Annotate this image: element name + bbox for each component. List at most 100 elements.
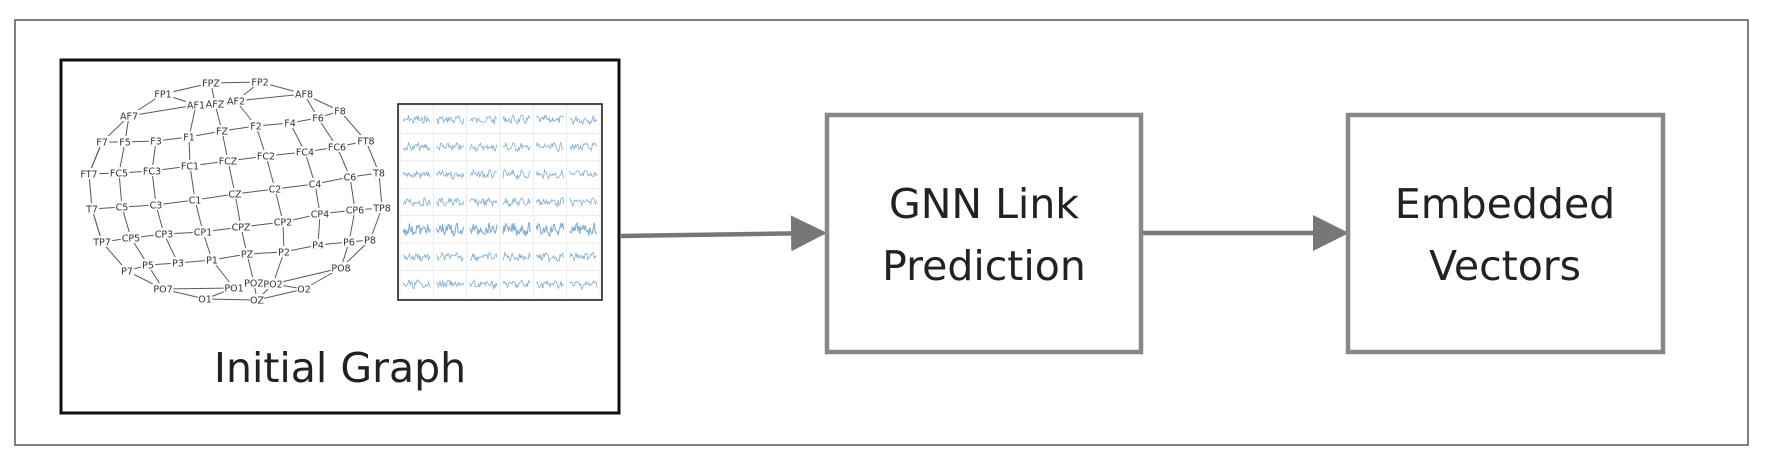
- electrode-node-c5: C5: [116, 203, 129, 214]
- node-label-bg: [307, 178, 323, 189]
- gnn-box-line1: GNN Link: [889, 180, 1079, 228]
- signal-trace: [435, 142, 465, 152]
- electrode-node-f7: F7: [96, 138, 108, 149]
- node-label-bg: [108, 167, 130, 178]
- node-label-bg: [225, 95, 247, 106]
- node-label-bg: [204, 98, 226, 109]
- node-label-bg: [342, 171, 358, 182]
- node-label-bg: [153, 228, 175, 239]
- signal-trace: [535, 168, 565, 180]
- electrode-node-fp2: FP2: [251, 78, 268, 89]
- node-label-bg: [91, 236, 113, 247]
- electrode-node-cp1: CP1: [194, 228, 212, 239]
- node-label-bg: [148, 199, 164, 210]
- node-label-bg: [117, 136, 133, 147]
- signal-trace: [535, 221, 565, 237]
- electrode-node-cp5: CP5: [122, 234, 140, 245]
- signal-grid: [399, 105, 601, 299]
- graph-edge: [204, 298, 258, 301]
- electrode-node-p7: P7: [121, 267, 133, 278]
- electrode-node-af1: AF1: [187, 101, 205, 112]
- electrode-node-f6: F6: [312, 114, 324, 125]
- node-label-bg: [200, 77, 222, 88]
- electrode-node-fc4: FC4: [296, 148, 314, 159]
- node-label-bg: [118, 110, 140, 121]
- signal-trace: [469, 252, 498, 262]
- signal-trace: [402, 170, 431, 179]
- signal-trace: [435, 169, 465, 180]
- signal-trace: [569, 221, 598, 236]
- gnn-link-prediction-box: [824, 112, 1144, 355]
- node-label-bg: [192, 226, 214, 237]
- signal-trace: [569, 280, 598, 290]
- node-label-bg: [140, 259, 156, 270]
- signal-trace: [435, 251, 464, 262]
- signal-trace: [469, 278, 498, 290]
- node-label-bg: [148, 135, 164, 146]
- signal-trace: [535, 197, 565, 208]
- electrode-node-f2: F2: [250, 122, 262, 133]
- signal-trace: [502, 279, 531, 289]
- node-label-bg: [187, 194, 203, 205]
- graph-edge: [162, 287, 235, 290]
- electrode-node-fcz: FCZ: [219, 157, 238, 168]
- node-label-bg: [276, 246, 292, 257]
- embedded-box-line2: Vectors: [1429, 242, 1581, 290]
- node-label-bg: [114, 201, 130, 212]
- signal-trace: [436, 115, 465, 125]
- signal-trace: [402, 114, 431, 124]
- graph-edge: [235, 93, 305, 102]
- node-label-bg: [78, 168, 100, 179]
- signal-trace: [569, 251, 598, 262]
- node-label-bg: [120, 232, 142, 243]
- electrode-node-p3: P3: [172, 259, 184, 270]
- signal-trace: [502, 251, 531, 262]
- electrode-node-af8: AF8: [295, 90, 313, 101]
- electrode-node-p5: P5: [142, 261, 154, 272]
- node-label-bg: [248, 120, 264, 131]
- electrode-node-fpz: FPZ: [202, 79, 220, 90]
- node-label-bg: [293, 88, 315, 99]
- electrode-node-f5: F5: [119, 138, 131, 149]
- node-label-bg: [84, 203, 100, 214]
- signal-trace: [569, 115, 598, 126]
- node-label-bg: [227, 188, 243, 199]
- embedded-box-line1: Embedded: [1395, 180, 1615, 228]
- graph-edge: [256, 288, 305, 301]
- electrode-node-cp6: CP6: [346, 206, 364, 217]
- node-label-bg: [371, 167, 387, 178]
- arrow-to-gnn: [620, 215, 827, 252]
- signal-trace: [535, 252, 565, 264]
- electrode-node-af2: AF2: [227, 97, 245, 108]
- electrode-node-p4: P4: [312, 241, 324, 252]
- electrode-node-p1: P1: [206, 256, 218, 267]
- signal-trace: [536, 279, 564, 290]
- electrode-node-c6: C6: [344, 173, 357, 184]
- node-label-bg: [223, 282, 245, 293]
- electrode-node-ft8: FT8: [357, 137, 374, 148]
- signal-trace: [402, 223, 431, 237]
- electrode-node-f8: F8: [334, 107, 346, 118]
- signal-trace: [469, 142, 498, 152]
- electrode-node-tp7: TP7: [92, 238, 111, 249]
- signal-trace: [469, 222, 498, 235]
- graph-edge: [272, 267, 342, 285]
- electrode-node-f3: F3: [150, 137, 162, 148]
- electrode-node-c3: C3: [150, 201, 163, 212]
- electrode-node-afz: AFZ: [206, 100, 225, 111]
- embedded-vectors-box: [1345, 112, 1666, 355]
- electrode-node-tp8: TP8: [372, 204, 391, 215]
- node-label-bg: [181, 131, 197, 142]
- node-label-bg: [141, 165, 163, 176]
- node-label-bg: [371, 202, 393, 213]
- electrode-node-cp4: CP4: [311, 210, 329, 221]
- node-label-bg: [362, 234, 378, 245]
- gnn-box-line2: Prediction: [882, 242, 1086, 290]
- electrode-node-fc6: FC6: [328, 143, 346, 154]
- node-label-bg: [170, 257, 186, 268]
- electrode-node-p8: P8: [364, 236, 376, 247]
- node-label-bg: [310, 239, 326, 250]
